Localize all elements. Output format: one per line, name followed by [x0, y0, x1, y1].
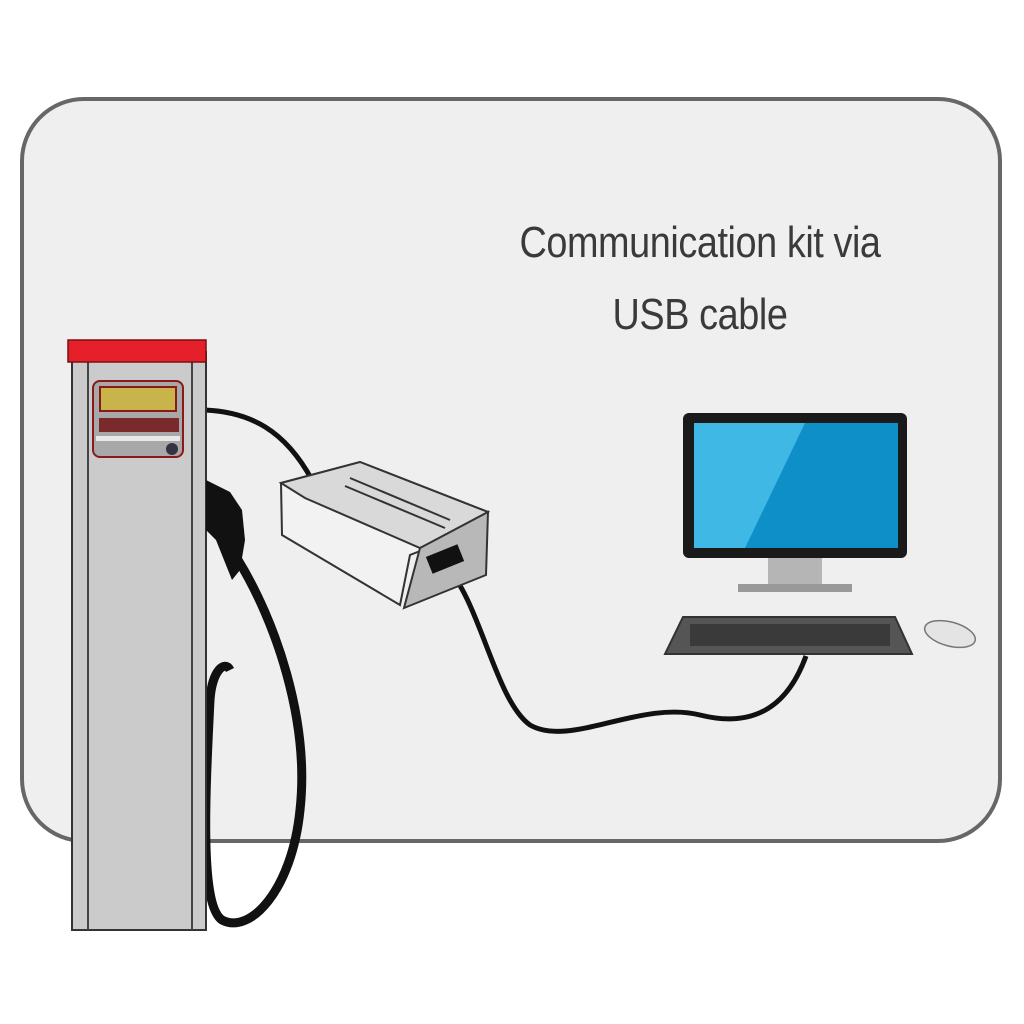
- usb-cable: [443, 563, 809, 734]
- pump-button: [166, 443, 178, 455]
- nozzle: [206, 480, 245, 580]
- caption-line-2: USB cable: [612, 290, 788, 339]
- desktop-computer-icon: [663, 413, 977, 655]
- mouse-icon: [923, 619, 977, 649]
- caption-line-1: Communication kit via: [519, 218, 881, 267]
- usb-port: [425, 544, 465, 574]
- usb-interface-box-icon: [278, 460, 491, 610]
- pump-to-box-cable: [204, 407, 315, 482]
- fuel-pump-icon: [67, 339, 245, 931]
- pump-top-bar: [67, 339, 207, 363]
- background-panel: [20, 97, 1002, 843]
- fuel-hose: [201, 557, 307, 928]
